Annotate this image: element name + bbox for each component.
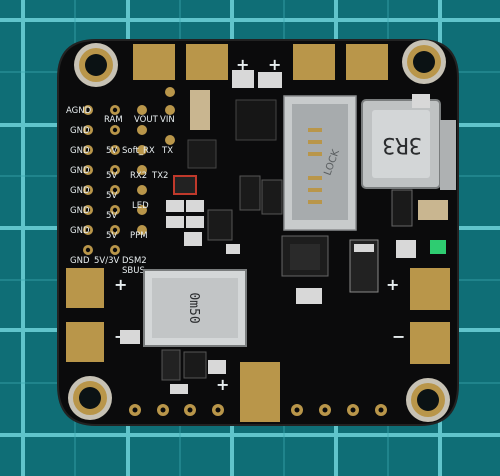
plus-mark-top-2: +	[268, 55, 281, 74]
current-sensor-label: 0m50	[186, 292, 201, 323]
pin-label-agnd: AGND	[66, 106, 92, 116]
pin-label-vout: VOUT	[134, 115, 159, 125]
pin-label-5v-3v: 5V/3V	[94, 256, 119, 266]
top-power-pads	[133, 44, 388, 80]
pin-label-ram: RAM	[104, 115, 123, 125]
pin-label-5v-4: 5V	[106, 211, 117, 221]
minus-mark-right: −	[392, 327, 405, 346]
pin-label-5v-3: 5V	[106, 191, 117, 201]
pin-label-gnd-3: GND	[70, 166, 90, 176]
pin-label-rx2: RX2	[130, 171, 147, 181]
pin-label-gnd-2: GND	[70, 146, 90, 156]
pin-label-led: LED	[132, 201, 149, 211]
pin-label-5v-5: 5V	[106, 231, 117, 241]
mounting-hole-bottom-right	[406, 378, 450, 422]
mounting-hole-bottom-left	[68, 376, 112, 420]
smd-components	[120, 70, 456, 394]
right-power-pads	[410, 268, 450, 364]
plus-mark-right: +	[386, 275, 399, 294]
pin-label-gnd-5: GND	[70, 206, 90, 216]
pin-label-tx: TX	[161, 146, 173, 156]
bottom-power-pad	[240, 362, 280, 422]
left-power-pads	[66, 268, 104, 362]
pin-label-vin: VIN	[160, 115, 175, 125]
mounting-hole-top-right	[402, 40, 446, 84]
pin-label-gnd-6: GND	[70, 226, 90, 236]
pin-label-dsm2: DSM2	[122, 256, 147, 266]
inductor-3r3: 3R3	[361, 99, 441, 189]
pin-label-gnd-4: GND	[70, 186, 90, 196]
mounting-hole-top-left	[74, 43, 118, 87]
plus-mark-top-1: +	[236, 55, 249, 74]
inductor-3r3-label: 3R3	[382, 132, 422, 157]
plus-mark-bottom: +	[216, 375, 229, 394]
pin-label-gnd-1: GND	[70, 126, 90, 136]
pin-label-sbus: SBUS	[122, 266, 145, 276]
pin-label-gnd-7: GND	[70, 256, 90, 266]
sd-card-slot: LOCK	[283, 95, 357, 231]
pin-label-5v-1: 5V	[106, 146, 117, 156]
pin-label-soft-rx: Soft_RX	[122, 146, 155, 156]
current-sensor-inductor: 0m50	[143, 269, 247, 347]
pin-label-tx2: TX2	[151, 171, 168, 181]
pin-label-ppm: PPM	[130, 231, 148, 241]
pin-label-5v-2: 5V	[106, 171, 117, 181]
plus-mark-left: +	[114, 275, 127, 294]
